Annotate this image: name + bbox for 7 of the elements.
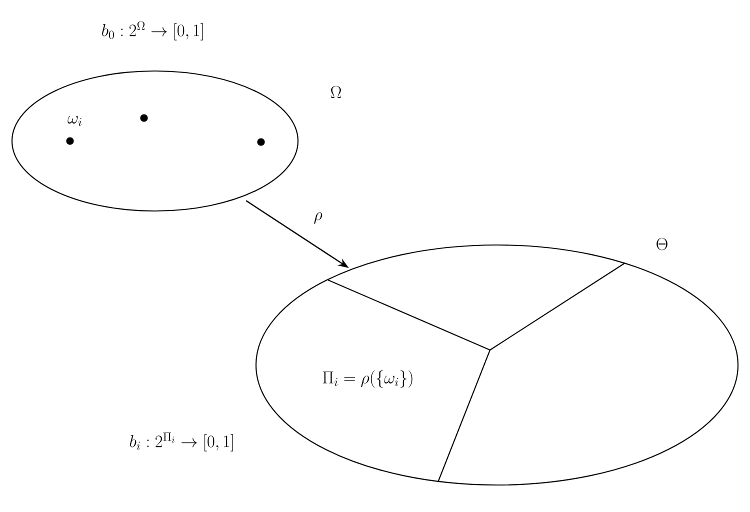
set-label: $b_0 : 2^\Omega \to [0,1]$ (102, 21, 203, 40)
region-label: $\Pi_i = \rho(\{\omega_i\})$ (322, 370, 412, 388)
edge-label: $\rho$ (312, 212, 324, 224)
set-label: $\Theta$ (656, 238, 668, 250)
set-label: $b_i : 2^{\Pi_i} \to [0,1]$ (130, 432, 233, 452)
set-label: $\Omega$ (330, 86, 342, 98)
point-label: $\omega_i$ (68, 116, 82, 126)
